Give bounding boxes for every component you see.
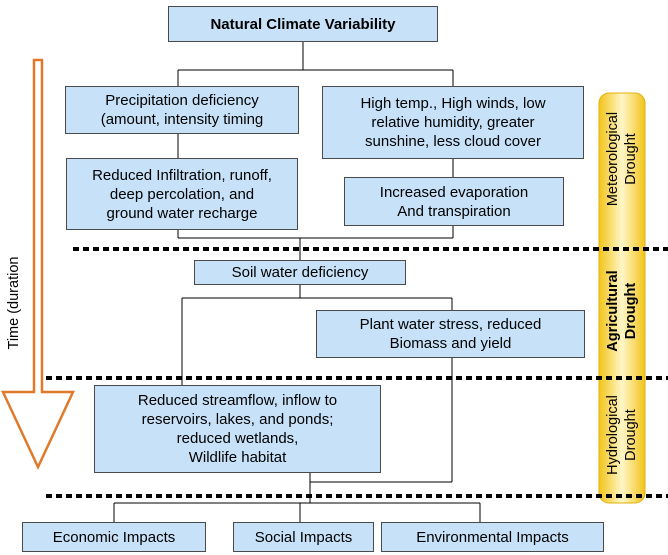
environmental-impacts-box: Environmental Impacts (381, 522, 604, 552)
soil-water-deficiency-box: Soil water deficiency (194, 260, 406, 285)
reduced-streamflow-box: Reduced streamflow, inflow to reservoirs… (94, 385, 381, 473)
reduced-infiltration-box: Reduced Infiltration, runoff, deep perco… (66, 158, 298, 230)
plant-water-stress-box: Plant water stress, reduced Biomass and … (316, 310, 585, 358)
economic-impacts-box: Economic Impacts (22, 522, 206, 552)
time-duration-label: Time (duration (6, 256, 22, 350)
connector-lines (113, 42, 481, 522)
stage-label-hydrological: Hydrological Drought (605, 395, 639, 475)
time-arrow (1, 58, 75, 470)
natural-climate-variability-box: Natural Climate Variability (168, 6, 438, 42)
stage-label-meteorological: Meteorological Drought (605, 111, 639, 207)
social-impacts-box: Social Impacts (233, 522, 374, 552)
precipitation-deficiency-box: Precipitation deficiency (amount, intens… (65, 86, 299, 134)
drought-stage-bar (598, 92, 646, 504)
increased-evaporation-box: Increased evaporation And transpiration (344, 177, 564, 226)
high-temp-winds-box: High temp., High winds, low relative hum… (322, 86, 584, 159)
